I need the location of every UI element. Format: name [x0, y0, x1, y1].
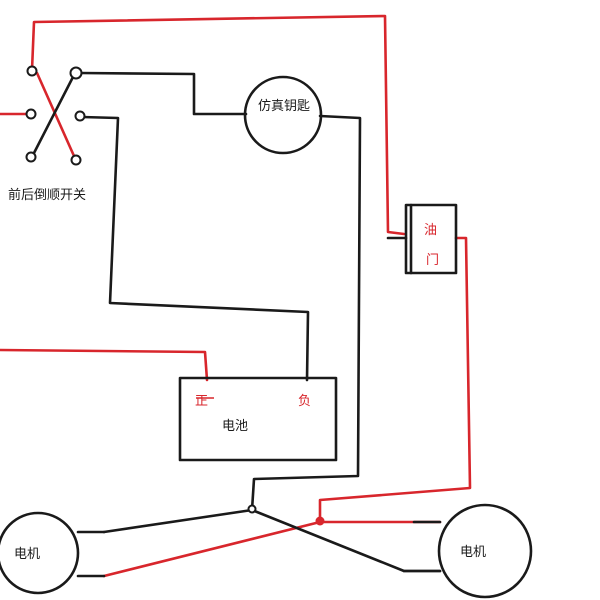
black-junction: [247, 504, 257, 514]
switch-terminal-mid-left: [25, 108, 37, 120]
black-wire-key-to-junction: [250, 114, 362, 512]
left-motor: [0, 511, 80, 595]
switch-terminal-bottom-right: [70, 154, 82, 166]
switch-terminal-mid-right: [74, 110, 86, 122]
throttle-label-top: 油: [424, 223, 437, 238]
red-wire-battery-positive: [0, 348, 209, 382]
battery-negative-label: 负: [298, 394, 311, 409]
switch-terminal-top-right: [69, 66, 83, 80]
key-switch: [243, 75, 323, 155]
switch-terminal-top-left: [26, 65, 38, 77]
right-motor-label: 电机: [460, 545, 486, 560]
red-junction: [315, 516, 325, 526]
key-label: 仿真钥匙: [258, 99, 310, 114]
black-wire-switch-to-battery: [80, 115, 310, 382]
battery-label: 电池: [222, 419, 248, 434]
left-motor-label: 电机: [14, 547, 40, 562]
red-wire-throttle-out: [318, 236, 472, 524]
throttle-label-bottom: 门: [426, 253, 439, 268]
black-wire-right-motor: [250, 508, 442, 573]
switch-black-diagonal: [32, 75, 75, 155]
red-wire-top-loop: [30, 14, 406, 236]
black-wire-switch-to-key: [78, 71, 248, 116]
throttle-box: [404, 203, 458, 275]
right-motor: [437, 503, 533, 599]
battery-box: [178, 376, 338, 462]
switch-red-diagonal: [35, 71, 76, 158]
battery-positive-label: 正: [195, 394, 208, 409]
black-wire-left-motor: [102, 508, 254, 534]
switch-terminal-bottom-left: [25, 151, 37, 163]
red-wire-left-motor: [102, 520, 322, 578]
switch-label: 前后倒顺开关: [8, 187, 86, 203]
